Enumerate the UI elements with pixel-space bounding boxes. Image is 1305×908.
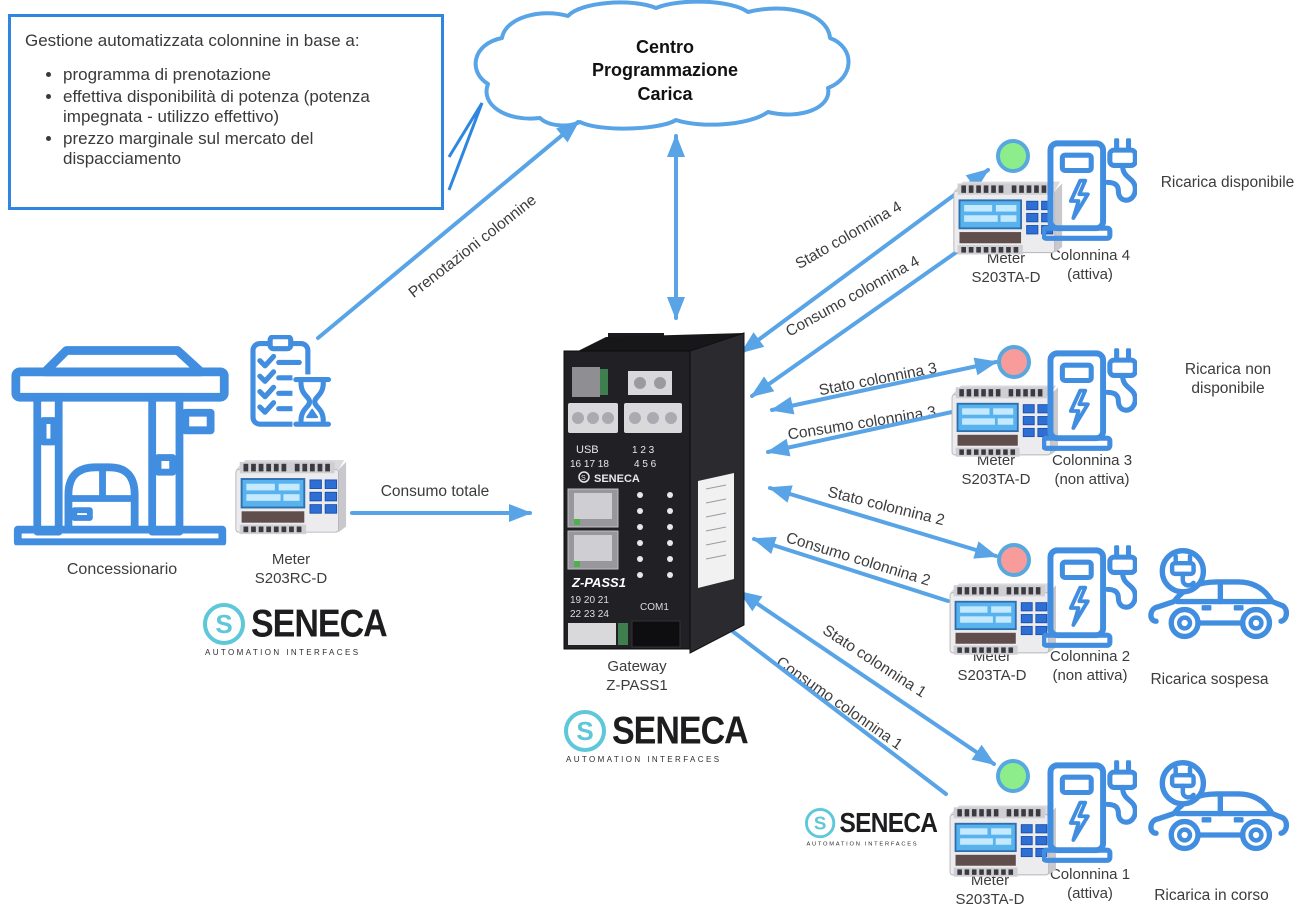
info-box-bullet-list: programma di prenotazione effettiva disp… bbox=[41, 65, 441, 169]
info-box-bullet: prezzo marginale sul mercato del dispacc… bbox=[63, 129, 431, 169]
status-text-colonnina-4: Ricarica disponibile bbox=[1160, 174, 1295, 191]
arrow-label-consumo-3: Consumo colonnina 3 bbox=[786, 403, 938, 444]
info-box-bullet: effettiva disponibilità di potenza (pote… bbox=[63, 87, 431, 127]
gateway-brand-label: SENECA bbox=[594, 473, 640, 485]
svg-text:19 20 21: 19 20 21 bbox=[570, 595, 609, 606]
status-dot-colonnina-2 bbox=[997, 543, 1031, 577]
arrow-label-stato-3: Stato colonnina 3 bbox=[817, 359, 939, 400]
info-box-bullet: programma di prenotazione bbox=[63, 65, 431, 85]
status-dot-colonnina-4 bbox=[996, 139, 1030, 173]
gateway-label: Gateway Z-PASS1 bbox=[606, 658, 668, 694]
gateway-device-image: USB 1 2 3 16 17 18 4 5 6 S SENECA Z-PASS… bbox=[563, 332, 745, 654]
column-label-colonnina-2: Colonnina 2 (non attiva) bbox=[1049, 648, 1131, 684]
gateway-model-label: Z-PASS1 bbox=[571, 575, 626, 590]
svg-text:4 5 6: 4 5 6 bbox=[634, 459, 657, 470]
seneca-logo: S SENECA AUTOMATION INTERFACES bbox=[203, 601, 388, 657]
seneca-logo: S SENECA AUTOMATION INTERFACES bbox=[805, 806, 938, 847]
svg-text:22 23 24: 22 23 24 bbox=[570, 609, 609, 620]
dealership-building-icon bbox=[10, 338, 234, 546]
car-charging-icon-2 bbox=[1145, 548, 1293, 648]
column-label-colonnina-4: Colonnina 4 (attiva) bbox=[1049, 247, 1131, 283]
info-box: Gestione automatizzata colonnine in base… bbox=[8, 14, 444, 210]
dealer-meter-image bbox=[234, 452, 348, 544]
charging-column-icon-2 bbox=[1042, 545, 1137, 649]
seneca-ring-icon: S bbox=[203, 603, 245, 645]
info-box-title: Gestione automatizzata colonnine in base… bbox=[25, 31, 360, 50]
seneca-ring-icon: S bbox=[564, 710, 606, 752]
status-dot-colonnina-1 bbox=[996, 759, 1030, 793]
svg-text:16 17 18: 16 17 18 bbox=[570, 459, 609, 470]
gateway-usb-label: USB bbox=[576, 444, 599, 456]
svg-text:S: S bbox=[581, 475, 586, 482]
status-dot-colonnina-3 bbox=[997, 345, 1031, 379]
arrow-label-consumo-totale: Consumo totale bbox=[380, 483, 490, 500]
dealer-meter-label: Meter S203RC-D bbox=[254, 551, 328, 587]
status-text-colonnina-2: Ricarica sospesa bbox=[1150, 671, 1269, 688]
arrow-label-stato-2: Stato colonnina 2 bbox=[825, 483, 947, 530]
status-text-colonnina-1: Ricarica in corso bbox=[1154, 887, 1269, 904]
cloud-label: Centro Programmazione Carica bbox=[591, 37, 739, 104]
column-label-colonnina-3: Colonnina 3 (non attiva) bbox=[1051, 452, 1133, 488]
status-text-colonnina-3: Ricarica non disponibile bbox=[1184, 361, 1272, 398]
gateway-com1-label: COM1 bbox=[640, 602, 669, 613]
car-charging-icon-1 bbox=[1145, 760, 1293, 860]
column-label-colonnina-1: Colonnina 1 (attiva) bbox=[1049, 866, 1131, 902]
arrow-label-consumo-2: Consumo colonnina 2 bbox=[783, 529, 933, 590]
charging-column-icon-3 bbox=[1042, 348, 1137, 452]
svg-text:1 2 3: 1 2 3 bbox=[632, 445, 655, 456]
booking-clipboard-icon bbox=[245, 335, 333, 431]
charging-column-icon-1 bbox=[1042, 760, 1137, 864]
seneca-ring-icon: S bbox=[805, 808, 836, 839]
dealer-label: Concessionario bbox=[66, 561, 178, 578]
seneca-logo: S SENECA AUTOMATION INTERFACES bbox=[564, 708, 749, 764]
charging-column-icon-4 bbox=[1042, 138, 1137, 242]
arrow-label-stato-4: Stato colonnina 4 bbox=[792, 198, 905, 273]
infobox-callout-tail bbox=[447, 102, 484, 191]
